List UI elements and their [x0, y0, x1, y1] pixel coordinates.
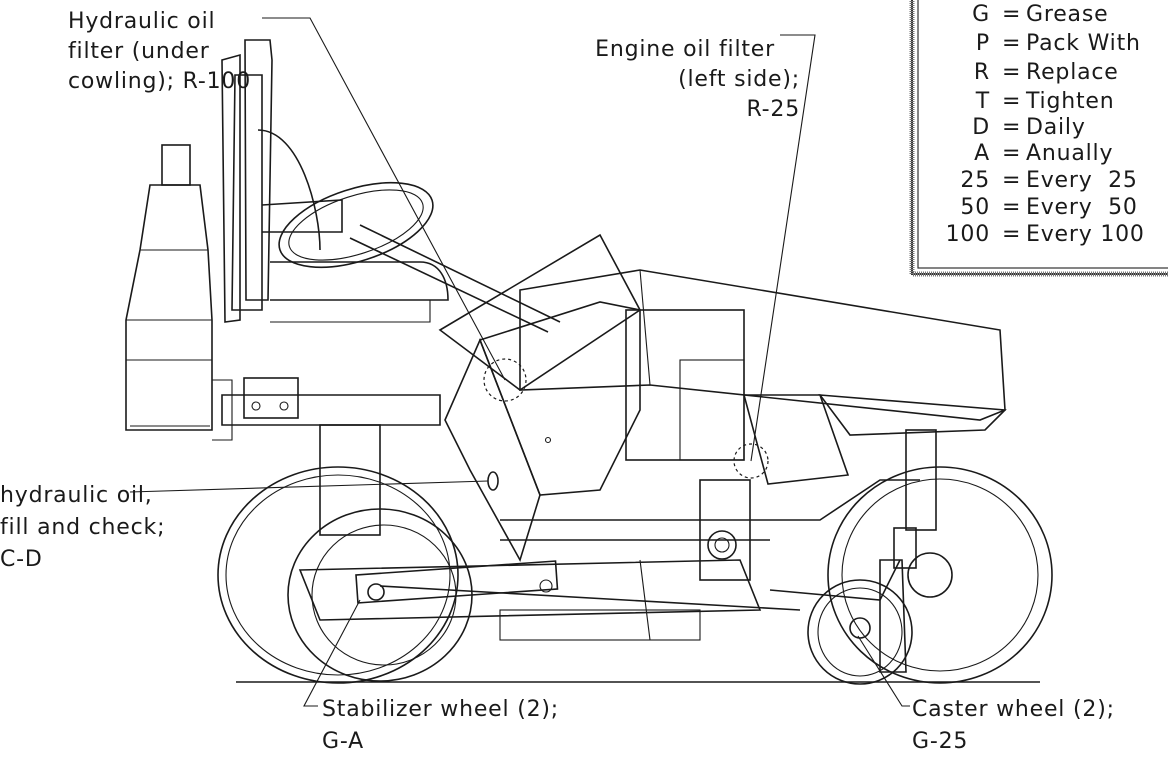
legend-box: [909, 0, 1168, 277]
legend-code-t: T: [975, 89, 990, 114]
leader-lines: [129, 17, 910, 707]
callout-hydraulic-fill: hydraulic oil, fill and check; C-D: [0, 483, 165, 572]
legend-eq: =: [1002, 60, 1021, 85]
legend-meaning-grease: Grease: [1026, 2, 1108, 27]
callout-stabilizer: Stabilizer wheel (2); G-A: [322, 697, 559, 754]
callout-caster: Caster wheel (2); G-25: [912, 697, 1115, 754]
callout-engine-filter-line3: R-25: [746, 97, 800, 122]
legend-meaning-pack: Pack With: [1026, 31, 1141, 56]
callout-engine-filter-line1: Engine oil filter: [595, 37, 775, 62]
legend-meaning-every50: Every 50: [1026, 195, 1138, 220]
legend-eq: =: [1002, 2, 1021, 27]
callout-caster-line2: G-25: [912, 729, 968, 754]
legend-code-d: D: [972, 115, 990, 140]
rear-housing: [125, 144, 233, 441]
legend-meaning-replace: Replace: [1026, 60, 1119, 85]
legend-meaning-every25: Every 25: [1026, 168, 1138, 193]
legend-code-25: 25: [960, 168, 990, 193]
legend-meaning-every100: Every 100: [1026, 222, 1145, 247]
callout-hydraulic-fill-line1: hydraulic oil,: [0, 483, 153, 508]
seat-bracket: [243, 377, 299, 419]
callout-stabilizer-line2: G-A: [322, 729, 364, 754]
legend-eq: =: [1002, 222, 1021, 247]
legend-code-g: G: [972, 2, 990, 27]
legend-code-r: R: [974, 60, 990, 85]
legend-meaning-tighten: Tighten: [1025, 89, 1115, 114]
legend-eq: =: [1002, 168, 1021, 193]
legend-code-p: P: [976, 31, 990, 56]
legend-eq: =: [1002, 89, 1021, 114]
callout-engine-filter-line2: (left side);: [678, 67, 800, 92]
caster-wheel: [807, 527, 917, 685]
chassis: [221, 394, 937, 641]
legend-eq: =: [1002, 141, 1021, 166]
engine-filter-marker: [733, 443, 769, 479]
callout-caster-line1: Caster wheel (2);: [912, 697, 1115, 722]
legend-entries: G = Grease P = Pack With R = Replace T =…: [946, 2, 1145, 247]
stabilizer-wheel: [287, 508, 559, 682]
steering: [278, 181, 642, 391]
legend-eq: =: [1002, 195, 1021, 220]
callout-hydraulic-fill-line3: C-D: [0, 547, 43, 572]
hood: [444, 269, 1007, 563]
legend-eq: =: [1002, 31, 1021, 56]
seat: [221, 39, 449, 419]
legend-code-a: A: [974, 141, 990, 166]
front-wheel: [827, 466, 1053, 684]
callout-hydraulic-filter-line2: filter (under: [68, 39, 210, 64]
legend-meaning-daily: Daily: [1026, 115, 1086, 140]
legend-meaning-annually: Anually: [1026, 141, 1113, 166]
legend-code-50: 50: [960, 195, 990, 220]
callout-hydraulic-filter-line1: Hydraulic oil: [68, 9, 215, 34]
callout-hydraulic-filter-line3: cowling); R-100: [68, 69, 251, 94]
legend-code-100: 100: [946, 222, 990, 247]
legend-eq: =: [1002, 115, 1021, 140]
hydraulic-fill-cap: [487, 471, 499, 491]
hydraulic-filter-marker: [483, 358, 527, 402]
rear-wheel: [217, 466, 459, 684]
callout-stabilizer-line1: Stabilizer wheel (2);: [322, 697, 559, 722]
callout-engine-filter: Engine oil filter (left side); R-25: [595, 37, 800, 122]
callout-hydraulic-filter: Hydraulic oil filter (under cowling); R-…: [68, 9, 251, 94]
callout-hydraulic-fill-line2: fill and check;: [0, 515, 165, 540]
